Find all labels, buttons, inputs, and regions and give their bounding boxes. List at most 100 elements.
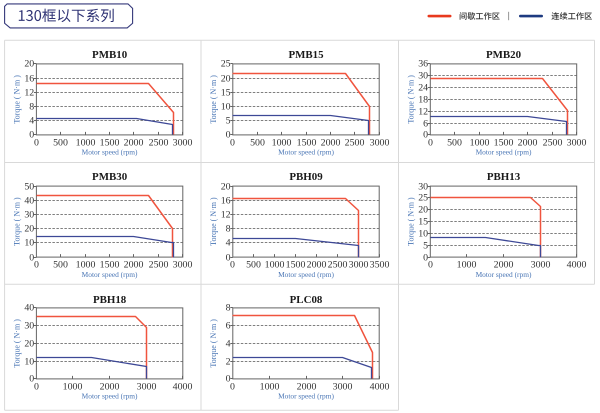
svg-text:4000: 4000 — [567, 260, 587, 271]
svg-text:8: 8 — [226, 224, 231, 235]
svg-text:0: 0 — [226, 130, 231, 141]
svg-text:1500: 1500 — [494, 138, 514, 149]
svg-text:Motor speed (rpm): Motor speed (rpm) — [476, 270, 532, 279]
svg-text:5: 5 — [423, 241, 428, 252]
svg-text:3000: 3000 — [567, 138, 587, 149]
svg-text:2000: 2000 — [100, 382, 120, 393]
svg-text:2500: 2500 — [328, 260, 348, 271]
svg-text:6: 6 — [423, 119, 428, 130]
svg-text:500: 500 — [246, 260, 261, 271]
svg-text:4000: 4000 — [173, 382, 193, 393]
svg-text:10: 10 — [24, 238, 34, 249]
svg-text:36: 36 — [418, 59, 428, 70]
svg-text:0: 0 — [34, 138, 39, 149]
svg-text:2000: 2000 — [307, 260, 327, 271]
svg-text:2500: 2500 — [149, 260, 169, 271]
svg-text:3000: 3000 — [370, 138, 390, 149]
svg-text:3000: 3000 — [173, 260, 193, 271]
svg-text:2: 2 — [226, 357, 231, 368]
svg-text:10: 10 — [418, 229, 428, 240]
svg-text:0: 0 — [428, 260, 433, 271]
svg-text:1000: 1000 — [63, 382, 83, 393]
svg-text:PLC08: PLC08 — [290, 294, 323, 306]
svg-text:PMB15: PMB15 — [288, 49, 324, 61]
svg-text:500: 500 — [250, 138, 265, 149]
svg-text:1500: 1500 — [297, 138, 317, 149]
svg-text:50: 50 — [24, 182, 34, 193]
svg-text:500: 500 — [53, 260, 68, 271]
svg-text:25: 25 — [418, 193, 428, 204]
svg-text:500: 500 — [53, 138, 68, 149]
svg-text:6: 6 — [226, 321, 231, 332]
svg-text:Motor speed (rpm): Motor speed (rpm) — [278, 392, 334, 401]
svg-text:Torque ( N·m ): Torque ( N·m ) — [13, 197, 22, 246]
svg-text:2000: 2000 — [124, 260, 144, 271]
svg-text:Torque ( N·m ): Torque ( N·m ) — [209, 197, 218, 246]
svg-text:0: 0 — [34, 382, 39, 393]
svg-text:Torque ( N·m ): Torque ( N·m ) — [407, 75, 416, 124]
svg-text:0: 0 — [423, 253, 428, 264]
svg-text:PMB30: PMB30 — [92, 171, 128, 183]
svg-text:40: 40 — [24, 303, 34, 314]
svg-text:Torque ( N·m ): Torque ( N·m ) — [209, 319, 218, 368]
svg-text:PBH09: PBH09 — [289, 171, 323, 183]
svg-text:30: 30 — [418, 182, 428, 193]
svg-text:1000: 1000 — [265, 260, 285, 271]
svg-text:25: 25 — [221, 59, 231, 70]
svg-text:24: 24 — [418, 83, 428, 94]
svg-text:12: 12 — [24, 88, 34, 99]
svg-text:0: 0 — [230, 382, 235, 393]
svg-text:0: 0 — [428, 138, 433, 149]
svg-text:1500: 1500 — [100, 138, 120, 149]
svg-text:3500: 3500 — [370, 260, 390, 271]
svg-text:2000: 2000 — [124, 138, 144, 149]
svg-text:30: 30 — [418, 71, 428, 82]
svg-text:8: 8 — [29, 102, 34, 113]
svg-text:12: 12 — [418, 107, 428, 118]
svg-text:4: 4 — [226, 339, 231, 350]
svg-text:2500: 2500 — [345, 138, 365, 149]
svg-text:2000: 2000 — [321, 138, 341, 149]
svg-text:30: 30 — [24, 210, 34, 221]
svg-text:3000: 3000 — [531, 260, 551, 271]
svg-text:PMB10: PMB10 — [92, 49, 128, 61]
svg-text:Torque ( N·m ): Torque ( N·m ) — [209, 75, 218, 124]
svg-text:18: 18 — [418, 95, 428, 106]
svg-text:0: 0 — [226, 253, 231, 264]
svg-text:0: 0 — [230, 138, 235, 149]
svg-text:3000: 3000 — [333, 382, 353, 393]
svg-text:4: 4 — [226, 238, 231, 249]
svg-text:1500: 1500 — [286, 260, 306, 271]
svg-text:3000: 3000 — [349, 260, 369, 271]
svg-text:1000: 1000 — [272, 138, 292, 149]
svg-text:0: 0 — [29, 130, 34, 141]
svg-text:20: 20 — [24, 339, 34, 350]
svg-text:Motor speed (rpm): Motor speed (rpm) — [82, 392, 138, 401]
svg-text:8: 8 — [226, 303, 231, 314]
svg-text:Motor speed (rpm): Motor speed (rpm) — [82, 148, 138, 157]
svg-text:PBH13: PBH13 — [487, 171, 521, 183]
svg-text:15: 15 — [221, 88, 231, 99]
svg-text:PMB20: PMB20 — [486, 49, 522, 61]
svg-text:10: 10 — [24, 357, 34, 368]
svg-text:1500: 1500 — [100, 260, 120, 271]
svg-text:2500: 2500 — [543, 138, 563, 149]
svg-text:Motor speed (rpm): Motor speed (rpm) — [278, 148, 334, 157]
svg-text:20: 20 — [221, 74, 231, 85]
svg-text:PBH18: PBH18 — [93, 294, 127, 306]
svg-text:2000: 2000 — [297, 382, 317, 393]
svg-text:2000: 2000 — [518, 138, 538, 149]
svg-text:0: 0 — [34, 260, 39, 271]
svg-text:0: 0 — [226, 374, 231, 385]
svg-text:1000: 1000 — [76, 260, 96, 271]
svg-text:3000: 3000 — [137, 382, 157, 393]
svg-text:0: 0 — [29, 374, 34, 385]
svg-text:Motor speed (rpm): Motor speed (rpm) — [82, 270, 138, 279]
svg-text:16: 16 — [24, 74, 34, 85]
svg-text:2000: 2000 — [494, 260, 514, 271]
svg-text:Torque ( N·m ): Torque ( N·m ) — [13, 319, 22, 368]
svg-text:20: 20 — [24, 59, 34, 70]
svg-text:16: 16 — [221, 196, 231, 207]
svg-text:1000: 1000 — [470, 138, 490, 149]
svg-text:12: 12 — [221, 210, 231, 221]
